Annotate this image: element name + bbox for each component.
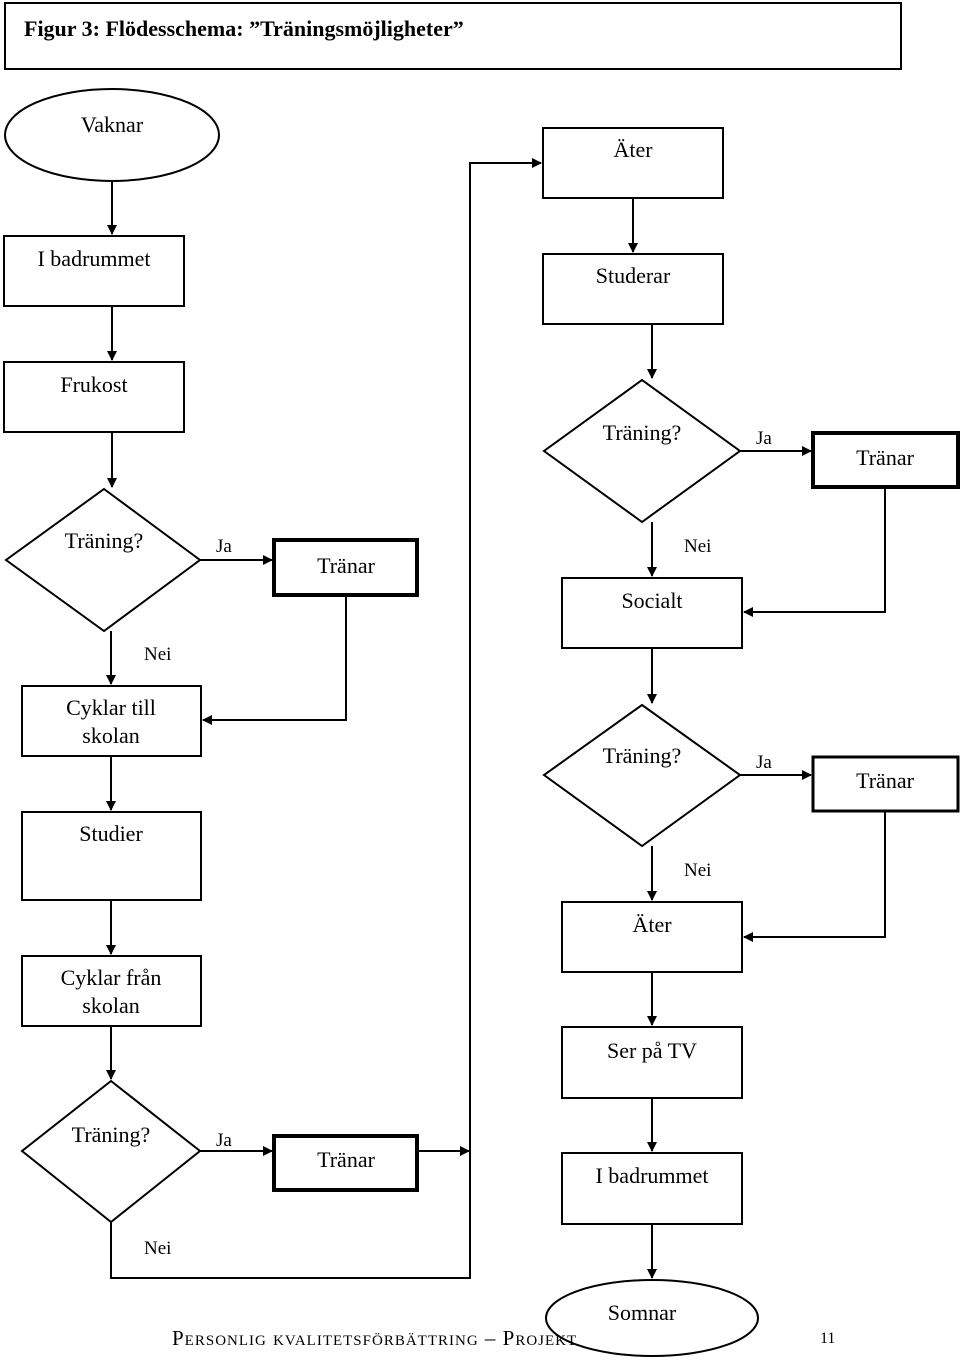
figure-title-box: Figur 3: Flödesschema: ”Träningsmöjlighe… [4,2,902,70]
node-ser-pa-tv: Ser på TV [607,1038,697,1063]
decision-diamond-1 [4,487,202,633]
node-traning-3: Träning? [603,420,682,445]
node-frukost: Frukost [60,372,127,397]
edge-label-ja-4: Ja [756,752,772,773]
node-cyklar-till-line2: skolan [82,723,139,748]
decision-diamond-4 [542,703,742,848]
node-somnar: Somnar [608,1300,677,1325]
arrow-nej-loop-to-ater [110,158,542,1279]
node-tranar-2: Tränar [317,1147,376,1172]
node-studerar: Studerar [596,263,671,288]
edge-label-ja-2: Ja [216,1130,232,1151]
process-box-tranar-2 [272,1134,419,1192]
arrow-tranar4-ater [743,811,886,942]
node-cyklar-fran-line1: Cyklar från [61,965,162,990]
edge-label-ja-1: Ja [216,536,232,557]
figure-title: Figur 3: Flödesschema: ”Träningsmöjlighe… [24,16,464,41]
process-box-socialt [561,577,743,649]
edge-label-nej-2: Nei [144,1238,171,1259]
process-box-frukost [3,361,185,433]
process-box-ser-pa-tv [561,1026,743,1099]
edge-label-ja-3: Ja [756,428,772,449]
node-traning-1: Träning? [65,528,144,553]
node-ater-1: Äter [613,137,653,162]
node-ater-2: Äter [632,912,672,937]
arrow-tranar1-cyklar [202,595,347,725]
node-tranar-1: Tränar [317,553,376,578]
decision-diamond-2 [20,1079,202,1224]
process-box-cyklar-fran-skolan [21,955,202,1027]
decision-diamond-3 [542,378,742,524]
node-badrummet-1: I badrummet [37,246,150,271]
process-box-tranar-4 [811,755,960,813]
node-tranar-4: Tränar [856,768,915,793]
process-box-cyklar-till-skolan [21,685,202,757]
process-box-badrummet-2 [561,1152,743,1225]
node-cyklar-till-line1: Cyklar till [66,695,156,720]
node-traning-4: Träning? [603,743,682,768]
end-ellipse-somnar [545,1279,759,1357]
edge-label-nej-1: Nei [144,644,171,665]
process-box-studerar [542,253,724,325]
node-badrummet-2: I badrummet [595,1163,708,1188]
node-tranar-3: Tränar [856,445,915,470]
node-vaknar: Vaknar [81,112,144,137]
page-number: 11 [820,1330,836,1347]
edge-label-nej-3: Nei [684,536,711,557]
arrow-tranar3-socialt [743,487,886,617]
page-footer-text: Personlig kvalitetsförbättring – Projekt [172,1326,578,1350]
edge-label-nej-4: Nei [684,860,711,881]
node-traning-2: Träning? [72,1122,151,1147]
process-box-studier [21,811,202,901]
node-socialt: Socialt [621,588,682,613]
process-box-ater-2 [561,901,743,973]
node-cyklar-fran-line2: skolan [82,993,139,1018]
node-studier: Studier [79,821,143,846]
process-box-badrummet-1 [3,235,185,307]
